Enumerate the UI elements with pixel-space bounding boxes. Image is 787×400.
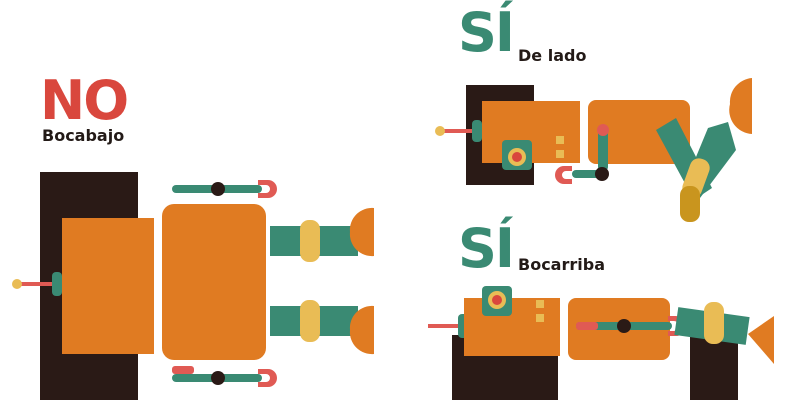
side-torso bbox=[588, 100, 690, 164]
back-foot bbox=[748, 316, 774, 364]
back-knee bbox=[704, 302, 724, 344]
side-shin bbox=[680, 186, 700, 222]
side-hand bbox=[555, 166, 572, 184]
knee-top bbox=[300, 220, 320, 262]
si-back-subtitle: Bocarriba bbox=[518, 255, 605, 274]
side-antenna-ball bbox=[435, 126, 445, 136]
no-title: NO bbox=[40, 69, 129, 132]
foot-top bbox=[349, 207, 374, 257]
knee-bottom bbox=[300, 300, 320, 342]
si-back-title: SÍ bbox=[458, 217, 515, 280]
back-elbow bbox=[617, 319, 631, 333]
si-side-title: SÍ bbox=[458, 1, 515, 64]
face-down-figure bbox=[12, 172, 374, 400]
side-neck bbox=[472, 120, 482, 142]
elbow-bottom bbox=[211, 371, 225, 385]
si-side-subtitle: De lado bbox=[518, 46, 587, 65]
side-eye-inner bbox=[512, 152, 522, 162]
side-figure bbox=[435, 78, 752, 222]
side-dot-1 bbox=[556, 136, 564, 144]
foot-bottom bbox=[349, 305, 374, 355]
back-eye-inner bbox=[492, 295, 502, 305]
hand-top bbox=[258, 180, 277, 198]
antenna-ball bbox=[12, 279, 22, 289]
side-arm-upper bbox=[598, 125, 608, 171]
face-up-figure bbox=[428, 286, 774, 400]
side-wrist bbox=[595, 167, 609, 181]
hand-bottom bbox=[258, 369, 277, 387]
torso bbox=[162, 204, 266, 360]
back-dot-2 bbox=[536, 314, 544, 322]
no-subtitle: Bocabajo bbox=[42, 126, 125, 145]
head bbox=[62, 218, 154, 354]
back-dot-1 bbox=[536, 300, 544, 308]
back-shoulder bbox=[576, 322, 598, 330]
side-foot bbox=[729, 78, 752, 134]
neck bbox=[52, 272, 62, 296]
side-elbow bbox=[597, 124, 609, 136]
shoulder-bottom bbox=[172, 366, 194, 374]
back-mattress-right bbox=[690, 335, 738, 400]
side-dot-2 bbox=[556, 150, 564, 158]
elbow-top bbox=[211, 182, 225, 196]
